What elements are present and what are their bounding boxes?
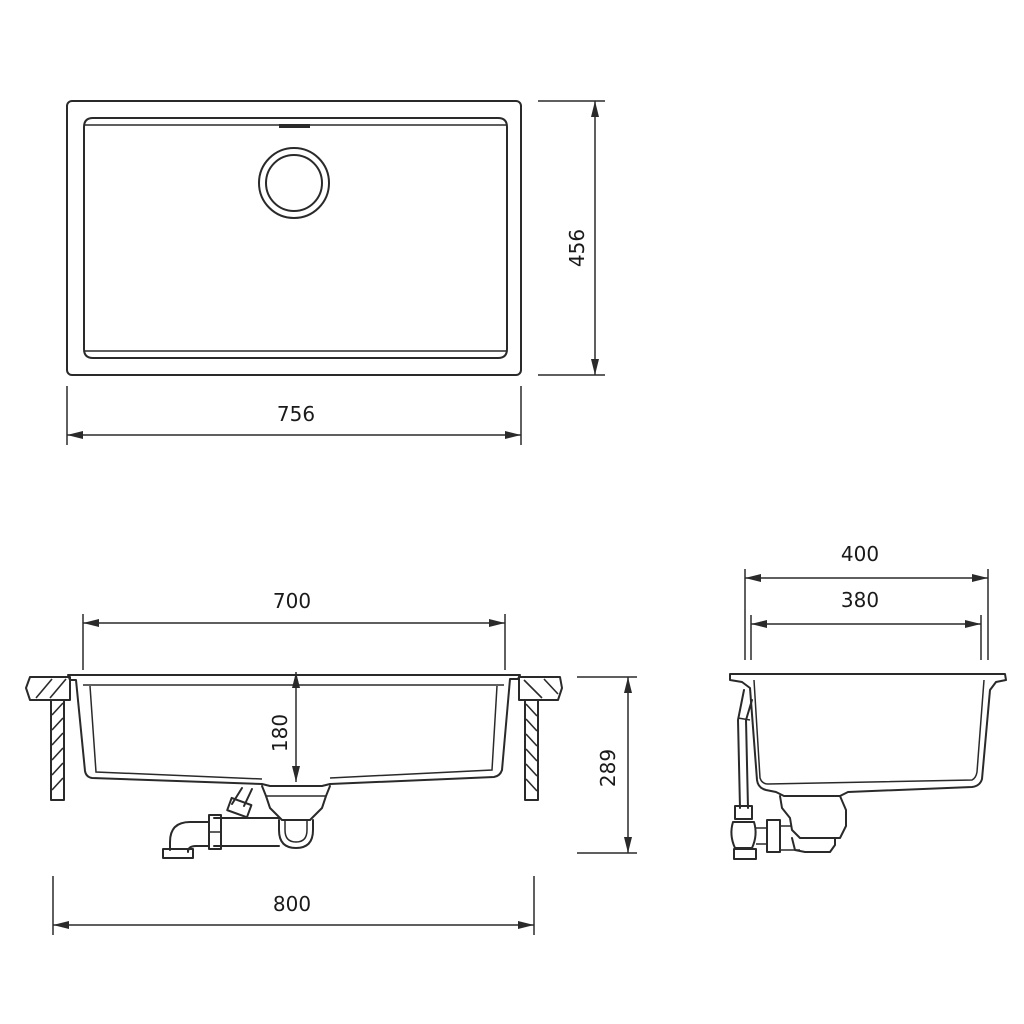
drain-outer-ring	[258, 147, 330, 219]
inner-width-label: 380	[841, 588, 879, 612]
outlet-end	[162, 848, 194, 859]
cabinet-wall-left	[50, 699, 65, 801]
width-dimension-label: 756	[277, 402, 315, 426]
elbow-outlet	[169, 821, 210, 853]
sink-outer-rim	[66, 100, 522, 376]
bowl-width-label: 700	[273, 589, 311, 613]
overall-height-label: 289	[596, 749, 620, 787]
top-view: 456 756	[66, 100, 605, 445]
side-drain-basket	[779, 795, 847, 839]
side-section-view: 400 380	[729, 542, 1007, 860]
countertop-right	[518, 676, 563, 701]
overflow-connector	[226, 796, 253, 819]
countertop-left	[25, 676, 71, 701]
sink-front-profile	[67, 674, 521, 787]
overall-width-label: 800	[273, 892, 311, 916]
side-trap-body	[730, 821, 757, 849]
side-outlet-end	[733, 848, 757, 860]
u-trap	[278, 819, 314, 849]
depth-dimension-label: 456	[565, 229, 589, 267]
waste-pipe	[213, 817, 280, 847]
cabinet-wall-right	[524, 699, 539, 801]
overflow-slot	[279, 124, 310, 128]
outer-width-label: 400	[841, 542, 879, 566]
drain-basket	[261, 785, 331, 821]
front-section-view: 700 180	[25, 589, 637, 935]
side-overflow-pipe	[737, 689, 753, 809]
side-pipe-nut	[734, 805, 753, 820]
side-connector	[766, 819, 781, 853]
sink-inner-bowl	[83, 117, 508, 359]
drain-inner-ring	[265, 154, 323, 212]
sink-side-profile	[729, 673, 1007, 797]
bowl-depth-label: 180	[268, 714, 292, 752]
